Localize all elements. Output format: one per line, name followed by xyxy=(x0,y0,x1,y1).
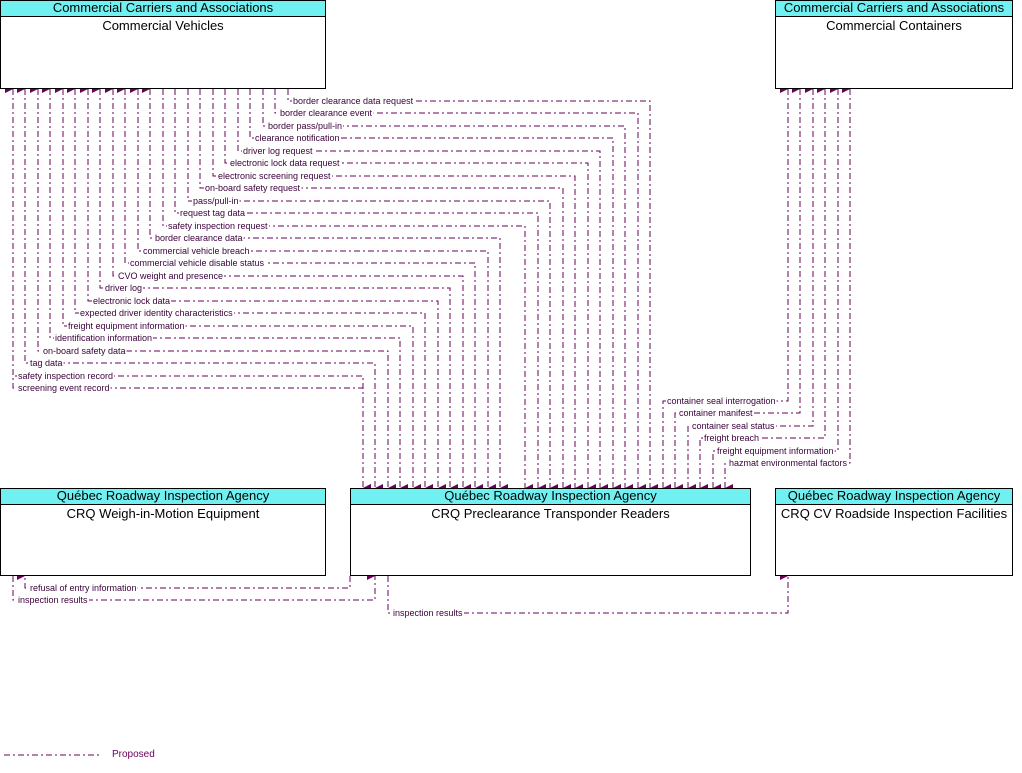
cv-to-readers-border-clearance-data-request-label: border clearance data request xyxy=(293,96,414,106)
cv-to-readers-border-pass-pull-in-label: border pass/pull-in xyxy=(268,121,342,131)
legend-label: Proposed xyxy=(112,749,155,760)
readers-to-cv-expected-driver-identity-characteristics-label: expected driver identity characteristics xyxy=(80,308,233,318)
readers-to-wim-inspection-results-label: inspection results xyxy=(18,595,88,605)
readers-to-cv-border-clearance-data-label: border clearance data xyxy=(155,233,243,243)
weigh-in-motion-header: Québec Roadway Inspection Agency xyxy=(1,489,325,505)
readers-to-cv-electronic-lock-data-label: electronic lock data xyxy=(93,296,170,306)
transponder-readers-header: Québec Roadway Inspection Agency xyxy=(351,489,750,505)
cv-to-readers-border-clearance-event-line xyxy=(274,89,646,492)
containers-to-readers-hazmat-environmental-factors-label: hazmat environmental factors xyxy=(729,458,848,468)
containers-to-readers-container-manifest-line xyxy=(674,85,801,492)
readers-to-cv-freight-equipment-information-label: freight equipment information xyxy=(68,321,185,331)
cv-to-readers-request-tag-data-line xyxy=(174,89,546,492)
readers-to-cv-on-board-safety-data-label: on-board safety data xyxy=(43,346,126,356)
transponder-readers-name: CRQ Preclearance Transponder Readers xyxy=(431,506,670,521)
containers-to-readers-container-seal-status-label: container seal status xyxy=(692,421,775,431)
readers-to-cv-commercial-vehicle-breach-label: commercial vehicle breach xyxy=(143,246,250,256)
roadside-facilities-box[interactable]: Québec Roadway Inspection Agency CRQ CV … xyxy=(775,488,1013,576)
weigh-in-motion-name: CRQ Weigh-in-Motion Equipment xyxy=(66,506,260,521)
roadside-facilities-header: Québec Roadway Inspection Agency xyxy=(776,489,1012,505)
readers-to-wim-refusal-of-entry-information-label: refusal of entry information xyxy=(30,583,137,593)
cv-to-readers-driver-log-request-label: driver log request xyxy=(243,146,313,156)
roadside-facilities-name: CRQ CV Roadside Inspection Facilities xyxy=(780,506,1008,521)
cv-to-readers-request-tag-data-label: request tag data xyxy=(180,208,245,218)
readers-to-cv-safety-inspection-record-label: safety inspection record xyxy=(18,371,113,381)
commercial-vehicles-name: Commercial Vehicles xyxy=(102,18,224,33)
containers-to-readers-freight-breach-label: freight breach xyxy=(704,433,759,443)
readers-to-facilities-inspection-results-label: inspection results xyxy=(393,608,463,618)
commercial-containers-header: Commercial Carriers and Associations xyxy=(776,1,1012,17)
readers-to-cv-cvo-weight-and-presence-label: CVO weight and presence xyxy=(118,271,223,281)
readers-to-wim-inspection-results-line xyxy=(12,572,376,601)
readers-to-wim-refusal-of-entry-information-line xyxy=(17,572,351,589)
readers-to-cv-screening-event-record-label-bg xyxy=(17,383,111,393)
cv-to-readers-electronic-screening-request-label: electronic screening request xyxy=(218,171,331,181)
cv-to-readers-border-clearance-data-request-line xyxy=(287,89,658,492)
cv-to-readers-on-board-safety-request-label: on-board safety request xyxy=(205,183,301,193)
readers-to-wim-inspection-results-label-bg xyxy=(17,595,90,605)
readers-to-cv-identification-information-label: identification information xyxy=(55,333,152,343)
readers-to-cv-tag-data-label: tag data xyxy=(30,358,63,368)
commercial-containers-name: Commercial Containers xyxy=(826,18,962,33)
commercial-vehicles-box[interactable]: Commercial Carriers and Associations Com… xyxy=(0,0,326,89)
containers-to-readers-freight-equipment-information-label: freight equipment information xyxy=(717,446,834,456)
readers-to-cv-screening-event-record-line xyxy=(4,85,371,492)
containers-to-readers-hazmat-environmental-factors-label-bg xyxy=(728,458,849,468)
readers-to-wim-refusal-of-entry-information-label-bg xyxy=(29,583,138,593)
weigh-in-motion-box[interactable]: Québec Roadway Inspection Agency CRQ Wei… xyxy=(0,488,326,576)
cv-to-readers-electronic-lock-data-request-label: electronic lock data request xyxy=(230,158,340,168)
readers-to-facilities-inspection-results-label-bg xyxy=(392,608,465,618)
containers-to-readers-container-seal-interrogation-label: container seal interrogation xyxy=(667,396,776,406)
cv-to-readers-pass-pull-in-label: pass/pull-in xyxy=(193,196,239,206)
readers-to-facilities-inspection-results-line xyxy=(387,572,789,614)
cv-to-readers-safety-inspection-request-label: safety inspection request xyxy=(168,221,268,231)
readers-to-cv-screening-event-record-label: screening event record xyxy=(18,383,110,393)
commercial-containers-box[interactable]: Commercial Carriers and Associations Com… xyxy=(775,0,1013,89)
transponder-readers-box[interactable]: Québec Roadway Inspection Agency CRQ Pre… xyxy=(350,488,751,576)
commercial-vehicles-header: Commercial Carriers and Associations xyxy=(1,1,325,17)
containers-to-readers-container-manifest-label: container manifest xyxy=(679,408,753,418)
cv-to-readers-clearance-notification-label: clearance notification xyxy=(255,133,340,143)
cv-to-readers-border-clearance-event-label: border clearance event xyxy=(280,108,373,118)
readers-to-cv-driver-log-label: driver log xyxy=(105,283,142,293)
readers-to-cv-commercial-vehicle-disable-status-label: commercial vehicle disable status xyxy=(130,258,265,268)
